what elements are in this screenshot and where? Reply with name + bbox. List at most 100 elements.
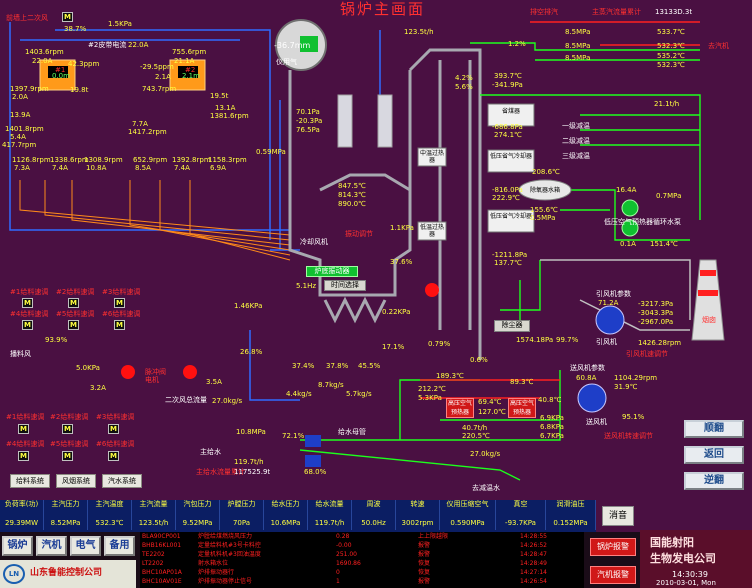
boiler-button[interactable]: 锅炉 <box>2 536 33 556</box>
lp-cooler-1-label: 低压省气冷却器 <box>490 153 533 160</box>
pct-680: 68.0% <box>304 468 327 476</box>
feed-system-button[interactable]: 给料系统 <box>10 474 50 488</box>
screw-rpm-6: 1158.3rpm <box>208 156 247 164</box>
bofeng-label: 播料风 <box>10 350 31 358</box>
motor-badge[interactable]: M <box>68 298 79 308</box>
electrical-button[interactable]: 电气 <box>70 536 101 556</box>
bed-vibrator-button[interactable]: 炉底振动器 <box>306 266 358 277</box>
t-2086: 208.6℃ <box>532 168 560 176</box>
to-turbine: 去汽机 <box>708 42 729 50</box>
company-name-1: 国能射阳 <box>650 536 694 549</box>
f1-v3: 42.3ppm <box>68 60 100 68</box>
pct-374: 37.4% <box>292 362 315 370</box>
f2-v6: 19.5t <box>210 92 229 100</box>
motor-badge[interactable]: M <box>62 451 73 461</box>
feed-adj-5[interactable]: #5给料速调 <box>56 310 95 318</box>
pct-376: 37.6% <box>390 258 413 266</box>
p-85a: 8.5MPa <box>565 28 591 36</box>
secondary-air-label: 前墙上二次风 <box>6 14 48 22</box>
pct-268: 26.8% <box>240 348 263 356</box>
f1-v6: 19.8t <box>70 86 89 94</box>
motor-badge[interactable]: M <box>68 320 79 330</box>
dust-collector[interactable]: 除尘器 <box>494 320 530 332</box>
t-12118: -1211.8Pa <box>492 251 528 259</box>
feed-adj-4[interactable]: #4给料速调 <box>10 310 49 318</box>
p-53: 5.3KPa <box>418 394 442 402</box>
f2-v7: 13.1A <box>215 104 236 112</box>
page-forward-button[interactable]: 顺翻 <box>684 420 744 438</box>
p-07: 0.7MPa <box>656 192 682 200</box>
t-1197: 119.7t/h <box>234 458 264 466</box>
boiler-alarm-button[interactable]: 锅炉报警 <box>590 538 636 556</box>
row-feed-5[interactable]: #5给料速调 <box>50 440 89 448</box>
economizer-label: 省煤器 <box>501 108 520 115</box>
p-3043: -3043.3Pa <box>638 309 674 317</box>
pct-top: 38.7% <box>64 25 87 33</box>
row-feed-2[interactable]: #2给料速调 <box>50 413 89 421</box>
f2-v9: 7.7A <box>132 120 148 128</box>
flow-44: 4.4kg/s <box>286 390 312 398</box>
turbine-alarm-button[interactable]: 汽机报警 <box>590 566 636 584</box>
p-146: 1.46KPa <box>234 302 263 310</box>
screen-title: 锅炉主画面 <box>340 0 426 18</box>
motor-badge[interactable]: M <box>18 424 29 434</box>
status-header: 仪用压缩空气 <box>440 500 496 516</box>
vib-adj-label[interactable]: 振动调节 <box>345 230 373 238</box>
motor-badge[interactable]: M <box>22 298 33 308</box>
fd-fan-adj[interactable]: 送风机转速调节 <box>604 432 653 440</box>
turbine-button[interactable]: 汽机 <box>36 536 67 556</box>
feed-adj-1[interactable]: #1给料速调 <box>10 288 49 296</box>
feed-adj-3[interactable]: #3给料速调 <box>102 288 141 296</box>
row-feed-6[interactable]: #6给料速调 <box>96 440 135 448</box>
mid-superheater-label: 中温过热器 <box>419 150 444 164</box>
p-50: 5.0KPa <box>76 364 100 372</box>
drum-level: -36.7mm <box>274 41 311 50</box>
t-319: 31.9℃ <box>614 383 638 391</box>
flow-211: 21.1t/h <box>654 100 680 108</box>
fan-current-label: #2皮带电流 <box>88 41 127 49</box>
a-32: 3.2A <box>90 384 106 392</box>
p-05: 0.5MPa <box>530 214 556 222</box>
status-value: 9.52MPa <box>176 516 220 530</box>
t-5323a: 532.3℃ <box>657 42 685 50</box>
silence-button[interactable]: 消音 <box>602 506 634 526</box>
page-backward-button[interactable]: 逆翻 <box>684 472 744 490</box>
time-select-button[interactable]: 时间选择 <box>324 280 366 291</box>
motor-badge[interactable]: M <box>62 424 73 434</box>
row-feed-3[interactable]: #3给料速调 <box>96 413 135 421</box>
hp-preheater-1[interactable]: 高压空气预热器 <box>446 398 474 418</box>
feed-pump-label: 给水母管 <box>338 428 366 436</box>
backup-button[interactable]: 备用 <box>104 536 135 556</box>
steam-water-system-button[interactable]: 汽水系统 <box>102 474 142 488</box>
furnace-p1: 70.1Pa <box>296 108 320 116</box>
motor-badge[interactable]: M <box>108 424 119 434</box>
feed-adj-2[interactable]: #2给料速调 <box>56 288 95 296</box>
screw-rpm-3: 1308.9rpm <box>84 156 123 164</box>
motor-badge[interactable]: M <box>114 298 125 308</box>
feed-adj-6[interactable]: #6给料速调 <box>102 310 141 318</box>
deaerator-label: 除氧器水箱 <box>529 187 560 194</box>
motor-badge[interactable]: M <box>108 451 119 461</box>
row-feed-1[interactable]: #1给料速调 <box>6 413 45 421</box>
motor-badge[interactable]: M <box>22 320 33 330</box>
status-header: 主汽流量 <box>132 500 176 516</box>
to-desuper: 去减温水 <box>472 484 500 492</box>
screw-a-3: 10.8A <box>86 164 107 172</box>
row-feed-4[interactable]: #4给料速调 <box>6 440 45 448</box>
hp-preheater-2[interactable]: 高压空气预热器 <box>508 398 536 418</box>
flue-system-button[interactable]: 风烟系统 <box>56 474 96 488</box>
id-fan-adj[interactable]: 引风机速调节 <box>626 350 668 358</box>
motor-badge[interactable]: M <box>18 451 29 461</box>
motor-badge[interactable]: M <box>62 12 73 22</box>
motor-badge[interactable]: M <box>114 320 125 330</box>
f2-tag: #2 <box>185 66 196 74</box>
back-button[interactable]: 返回 <box>684 446 744 464</box>
status-header: 给水流量 <box>308 500 352 516</box>
t-5352: 535.2℃ <box>657 52 685 60</box>
